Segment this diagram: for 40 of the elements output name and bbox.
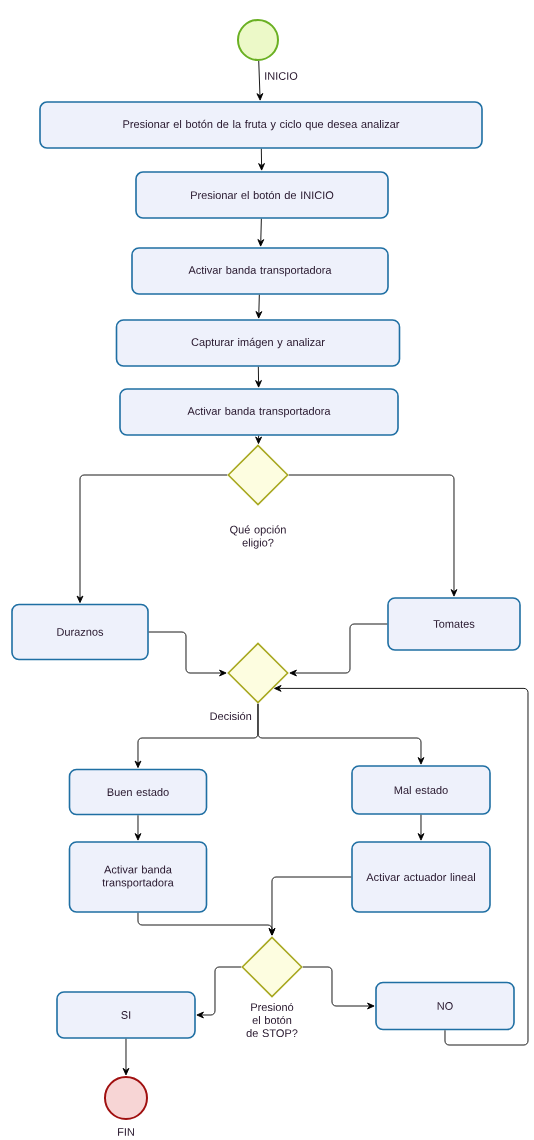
arrow bbox=[417, 814, 425, 841]
arrow bbox=[255, 366, 262, 388]
process-box: Activar banda transportadora bbox=[119, 388, 399, 436]
arrow bbox=[257, 703, 425, 765]
process-box: Duraznos bbox=[11, 603, 149, 661]
arrow bbox=[257, 218, 265, 247]
arrow bbox=[258, 148, 265, 171]
process-box: SI bbox=[56, 991, 196, 1039]
arrow bbox=[288, 474, 458, 597]
end-event-circle bbox=[104, 1076, 148, 1120]
decision-diamond bbox=[241, 936, 303, 998]
process-box: Buen estado bbox=[68, 768, 208, 816]
node-label: Decisión bbox=[210, 711, 252, 721]
process-box: Presionar el botón de la fruta y ciclo que desea analizar bbox=[39, 101, 483, 149]
arrow bbox=[196, 966, 242, 1019]
arrow bbox=[122, 1038, 130, 1076]
arrow bbox=[256, 60, 264, 101]
node-label: Qué opción eligio? bbox=[230, 525, 286, 549]
arrow bbox=[255, 294, 263, 319]
process-box: Tomates bbox=[387, 597, 521, 651]
arrow bbox=[76, 474, 228, 604]
process-box: Mal estado bbox=[351, 765, 491, 815]
arrow bbox=[289, 623, 388, 677]
decision-diamond bbox=[227, 642, 289, 704]
arrow bbox=[255, 435, 262, 445]
arrow bbox=[302, 966, 375, 1010]
decision-diamond bbox=[227, 444, 289, 506]
node-label: INICIO bbox=[265, 72, 298, 80]
process-box: Activar banda transportadora bbox=[68, 841, 208, 913]
node-label: Presionó el botón de STOP? bbox=[246, 1002, 298, 1038]
arrow bbox=[134, 814, 142, 841]
node-label: FIN bbox=[118, 1128, 134, 1136]
arrow bbox=[148, 631, 227, 677]
process-box: Activar actuador lineal bbox=[351, 841, 491, 913]
process-box: Presionar el botón de INICIO bbox=[135, 171, 389, 219]
start-event-circle bbox=[237, 19, 279, 61]
process-box: Capturar imágen y analizar bbox=[115, 319, 401, 367]
process-box: Activar banda transportadora bbox=[131, 247, 389, 295]
arrow bbox=[268, 876, 352, 936]
process-box: NO bbox=[375, 981, 515, 1031]
